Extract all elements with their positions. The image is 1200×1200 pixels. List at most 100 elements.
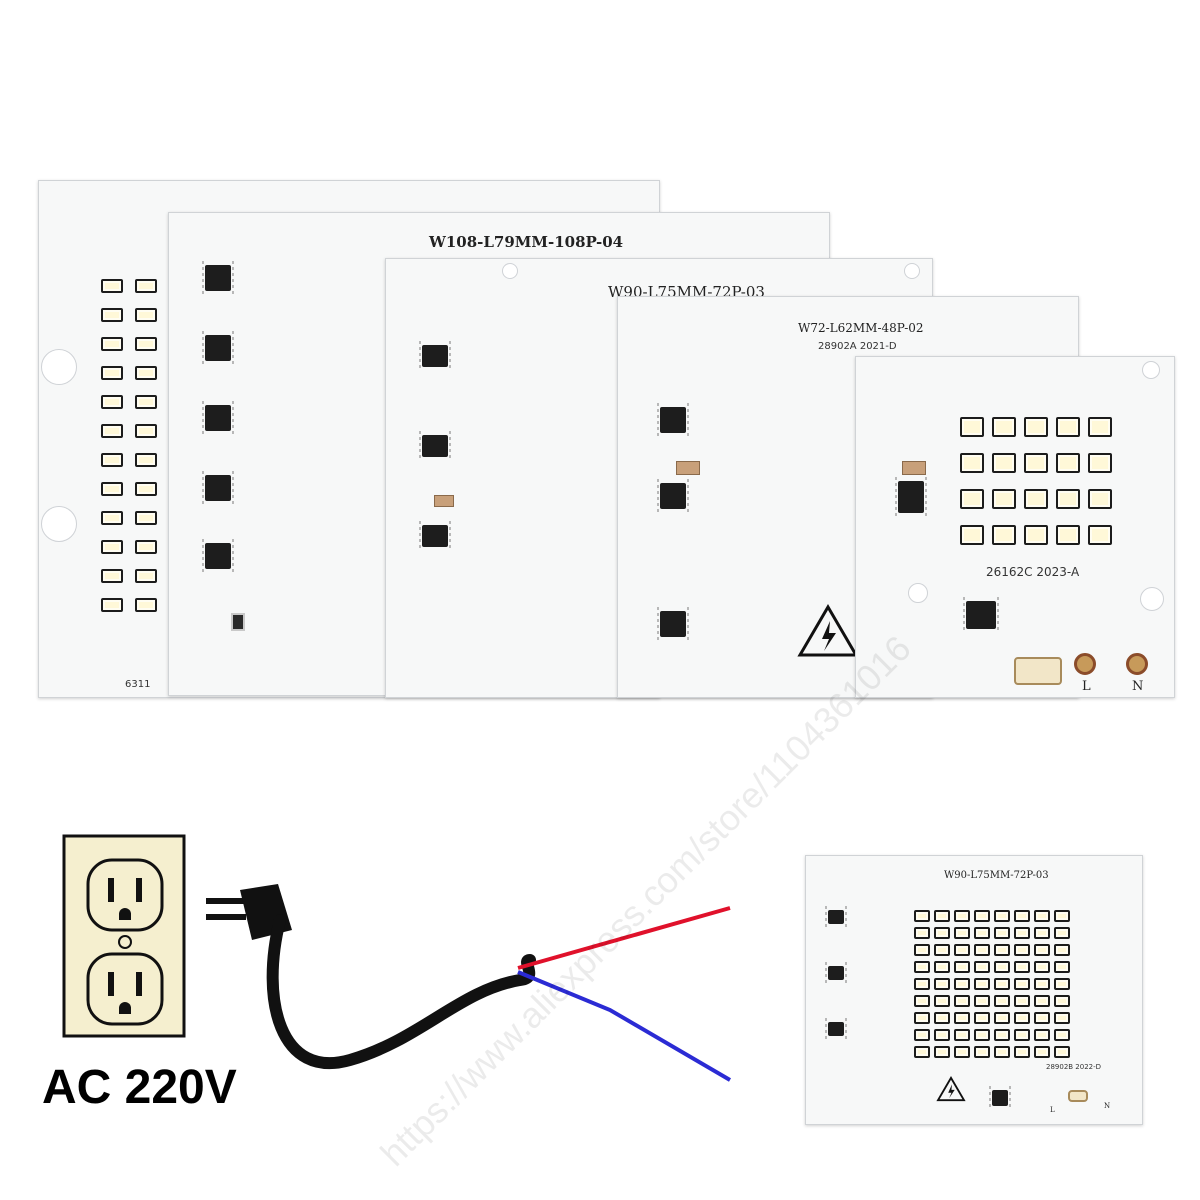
led-chip — [135, 424, 157, 438]
resistor — [231, 613, 245, 631]
led-chip — [914, 995, 930, 1007]
led-chip — [135, 540, 157, 554]
led-chip — [1054, 1046, 1070, 1058]
led-chip — [994, 1029, 1010, 1041]
rectifier-ic — [963, 597, 999, 633]
led-chip — [974, 978, 990, 990]
led-chip — [101, 279, 123, 293]
led-chip — [954, 927, 970, 939]
led-chip — [994, 961, 1010, 973]
board-code: 28902A 2021-D — [818, 341, 897, 352]
driver-ic — [202, 539, 234, 573]
driver-ic — [202, 261, 234, 295]
led-chip — [974, 927, 990, 939]
led-chip — [1034, 944, 1050, 956]
led-chip — [1054, 927, 1070, 939]
led-chip — [101, 337, 123, 351]
led-chip — [1088, 525, 1112, 545]
led-chip — [1054, 910, 1070, 922]
led-chip — [934, 927, 950, 939]
fuse — [1068, 1090, 1088, 1102]
led-chip — [135, 598, 157, 612]
led-chip — [934, 1046, 950, 1058]
driver-ic — [202, 471, 234, 505]
led-chip — [914, 1012, 930, 1024]
board-label: W72-L62MM-48P-02 — [798, 321, 924, 335]
led-chip — [994, 978, 1010, 990]
led-chip — [1014, 910, 1030, 922]
led-chip — [1034, 961, 1050, 973]
board-label: W90-L75MM-72P-03 — [944, 870, 1049, 881]
led-chip — [1054, 1029, 1070, 1041]
led-chip — [1056, 489, 1080, 509]
led-board-20p: 26162C 2023-A L N — [855, 356, 1175, 698]
high-voltage-icon — [936, 1076, 966, 1102]
driver-ic — [657, 479, 689, 513]
driver-ic — [202, 331, 234, 365]
terminal-label-l: L — [1082, 679, 1091, 694]
led-chip — [914, 944, 930, 956]
led-chip — [135, 453, 157, 467]
board-code: 6311 — [125, 679, 151, 690]
led-chip — [960, 489, 984, 509]
led-chip — [1014, 1029, 1030, 1041]
led-chip — [954, 961, 970, 973]
led-chip — [1014, 995, 1030, 1007]
wall-outlet-icon — [62, 834, 186, 1038]
led-chip — [1056, 417, 1080, 437]
led-chip — [934, 961, 950, 973]
led-chip — [974, 961, 990, 973]
led-chip — [994, 995, 1010, 1007]
led-chip — [934, 910, 950, 922]
led-chip — [1054, 961, 1070, 973]
driver-ic — [825, 1018, 847, 1040]
led-chip — [1024, 417, 1048, 437]
led-chip — [135, 395, 157, 409]
led-chip — [914, 1046, 930, 1058]
high-voltage-icon — [797, 604, 859, 657]
led-chip — [1034, 1046, 1050, 1058]
driver-ic — [825, 906, 847, 928]
led-chip — [934, 1029, 950, 1041]
led-chip — [954, 995, 970, 1007]
led-chip — [1034, 927, 1050, 939]
led-chip — [1054, 944, 1070, 956]
mount-hole — [1140, 587, 1164, 611]
led-chip — [1014, 944, 1030, 956]
led-chip — [954, 1046, 970, 1058]
led-chip — [101, 366, 123, 380]
led-chip — [1014, 927, 1030, 939]
led-chip — [960, 525, 984, 545]
led-chip — [135, 569, 157, 583]
led-chip — [1014, 1046, 1030, 1058]
driver-ic — [419, 341, 451, 371]
power-cord — [206, 884, 732, 1082]
led-chip — [914, 1029, 930, 1041]
led-chip — [101, 540, 123, 554]
driver-ic — [202, 401, 234, 435]
led-chip — [954, 910, 970, 922]
mount-hole — [1142, 361, 1160, 379]
led-chip — [974, 1012, 990, 1024]
led-chip — [1014, 978, 1030, 990]
capacitor — [902, 461, 926, 475]
led-chip — [101, 511, 123, 525]
led-chip — [974, 944, 990, 956]
led-chip — [1054, 978, 1070, 990]
led-chip — [992, 417, 1016, 437]
led-chip — [1088, 453, 1112, 473]
capacitor — [676, 461, 700, 475]
driver-ic — [825, 962, 847, 984]
terminal-pad-n — [1126, 653, 1148, 675]
capacitor — [434, 495, 454, 507]
led-chip — [1034, 978, 1050, 990]
led-chip — [914, 910, 930, 922]
voltage-label: AC 220V — [42, 1061, 237, 1114]
terminal-pad-l — [1074, 653, 1096, 675]
mount-hole — [502, 263, 518, 279]
terminal-label-l: L — [1050, 1106, 1055, 1114]
led-chip — [1014, 961, 1030, 973]
led-chip — [994, 910, 1010, 922]
led-chip — [135, 337, 157, 351]
led-chip — [101, 395, 123, 409]
